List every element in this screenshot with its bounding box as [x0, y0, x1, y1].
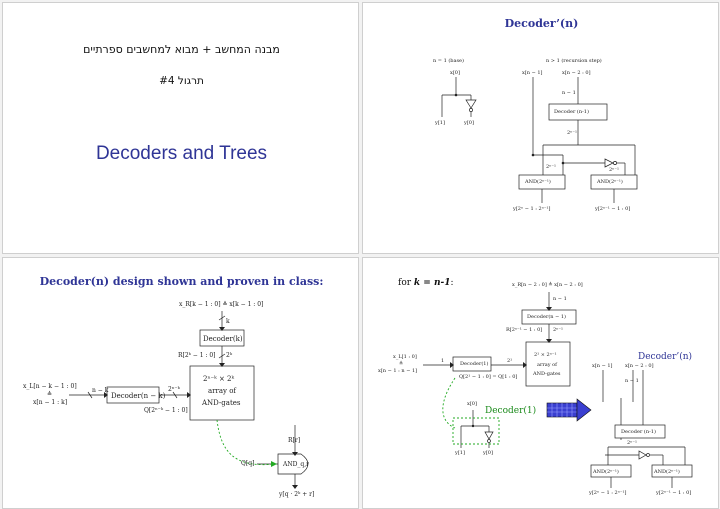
q-output-label: Q[2¹ − 1 : 0] = Q[1 : 0]: [459, 374, 518, 380]
bus-width-left: 2ⁿ⁻¹: [546, 164, 556, 170]
xl-equiv: ≜: [47, 391, 53, 398]
decoder-nk-box: Decoder(n − k): [111, 392, 166, 400]
and-array-text: array of: [208, 387, 237, 395]
bus-width-label: n − 1: [562, 90, 576, 96]
course-name: מבנה המחשב + מבוא למחשבים ספרתיים: [83, 43, 280, 56]
mini-output-high: y[2ⁿ − 1 : 2ⁿ⁻¹]: [589, 490, 627, 496]
r-output-label: R[2ᵏ − 1 : 0]: [178, 352, 216, 359]
decoder-design-diagram: [69, 311, 309, 489]
slide-decoder-prime: Decoder’(n): [362, 2, 719, 254]
and-gate-label: AND_q,r: [283, 461, 310, 468]
output-low-half: y[2ⁿ⁻¹ − 1 : 0]: [595, 206, 631, 212]
mini-output-y1: y[1]: [455, 450, 465, 456]
y-output-label: y[q · 2ᵏ + r]: [279, 491, 315, 498]
xl-equiv: ≜: [399, 361, 404, 367]
xr-input-label: x_R[n − 2 : 0] ≜ x[n − 2 : 0]: [512, 282, 583, 288]
mini-input-x0: x[0]: [467, 401, 477, 407]
step-input-rest: x[n − 2 : 0]: [562, 70, 591, 76]
decoder-n1-box: Decoder(n − 1): [527, 314, 566, 320]
mini-step-rest: x[n − 2 : 0]: [625, 363, 654, 369]
decoder-1-highlight-label: Decoder(1): [485, 406, 537, 416]
mini-step-msb: x[n − 1]: [592, 363, 613, 369]
slide-k-equals-n-minus-1: for k = n-1:: [362, 257, 719, 509]
base-output-y0: y[0]: [464, 120, 474, 126]
xr-input-label: x_R[k − 1 : 0] ≜ x[k − 1 : 0]: [179, 301, 264, 308]
xl-input-label: x_L[1 : 0]: [393, 354, 417, 360]
base-case-label: n = 1 (base): [433, 58, 464, 64]
and-array-right: AND(2ⁿ⁻¹): [597, 179, 623, 185]
one-width-label: 1: [441, 358, 445, 364]
mini-output-y0: y[0]: [483, 450, 493, 456]
xl-input-label: x_L[n − k − 1 : 0]: [23, 383, 77, 390]
decoder-k-box: Decoder(k): [203, 335, 243, 343]
r-r-label: R[r]: [288, 437, 301, 444]
step-case-label: n > 1 (recursion step): [546, 58, 602, 64]
slide-title: Decoder’(n): [504, 17, 579, 30]
two-nk-label: 2ⁿ⁻ᵏ: [168, 386, 180, 393]
two-k-label: 2ᵏ: [226, 352, 233, 359]
and-array-gates: AND-gates: [533, 371, 561, 377]
two-1-label: 2¹: [507, 358, 513, 364]
k-n-1-diagram: [423, 292, 693, 488]
decoder-prime-diagram: [441, 77, 638, 203]
mini-output-low: y[2ⁿ⁻¹ − 1 : 0]: [656, 490, 692, 496]
slide-title: Decoder(n) design shown and proven in cl…: [39, 275, 324, 288]
mini-and-left: AND(2ⁿ⁻¹): [593, 469, 619, 475]
two-n1-label: 2ⁿ⁻¹: [553, 327, 563, 333]
bus-width-top: 2ⁿ⁻¹: [567, 130, 577, 136]
decoder-1-box: Decoder(1): [460, 361, 489, 367]
q-q-label: Q[q]: [241, 460, 255, 467]
base-input-x0: x[0]: [450, 70, 460, 76]
xl-source-label: x[n − 1 : n − 1]: [378, 368, 418, 374]
and-array-text: array of: [537, 362, 558, 368]
for-k-heading: for k = n-1:: [398, 278, 454, 288]
base-output-y1: y[1]: [435, 120, 445, 126]
presentation-title: Decoders and Trees: [95, 143, 268, 164]
step-input-msb: x[n − 1]: [522, 70, 543, 76]
slide-title: מבנה המחשב + מבוא למחשבים ספרתיים תרגול …: [2, 2, 359, 254]
bus-width-right: 2ⁿ⁻¹: [609, 167, 619, 173]
k-width-label: k: [226, 318, 230, 325]
slide-decoder-design: Decoder(n) design shown and proven in cl…: [2, 257, 359, 509]
r-output-label: R[2ⁿ⁻¹ − 1 : 0]: [506, 327, 543, 333]
mini-bus-width: n − 1: [625, 378, 639, 384]
and-array-size: 2¹ × 2ⁿ⁻¹: [534, 352, 557, 358]
output-high-half: y[2ⁿ − 1 : 2ⁿ⁻¹]: [513, 206, 551, 212]
mini-bus-top: 2ⁿ⁻¹: [627, 440, 637, 446]
exercise-number: תרגול #4: [159, 75, 204, 87]
decoder-prime-label: Decoder’(n): [638, 352, 693, 362]
xl-source-label: x[n − 1 : k]: [33, 399, 68, 406]
nk-width-label: n − k: [92, 387, 109, 394]
decoder-n1-box: Decoder (n-1): [554, 109, 589, 115]
n1-width-label: n − 1: [553, 296, 567, 302]
mini-decoder-box: Decoder (n-1): [621, 429, 656, 435]
q-output-label: Q[2ⁿ⁻ᵏ − 1 : 0]: [144, 407, 188, 414]
and-array-gates: AND-gates: [202, 399, 241, 407]
and-array-size: 2ⁿ⁻ᵏ × 2ᵏ: [203, 375, 235, 383]
mini-and-right: AND(2ⁿ⁻¹): [654, 469, 680, 475]
arrow-right-icon: [546, 398, 592, 422]
and-array-left: AND(2ⁿ⁻¹): [525, 179, 551, 185]
